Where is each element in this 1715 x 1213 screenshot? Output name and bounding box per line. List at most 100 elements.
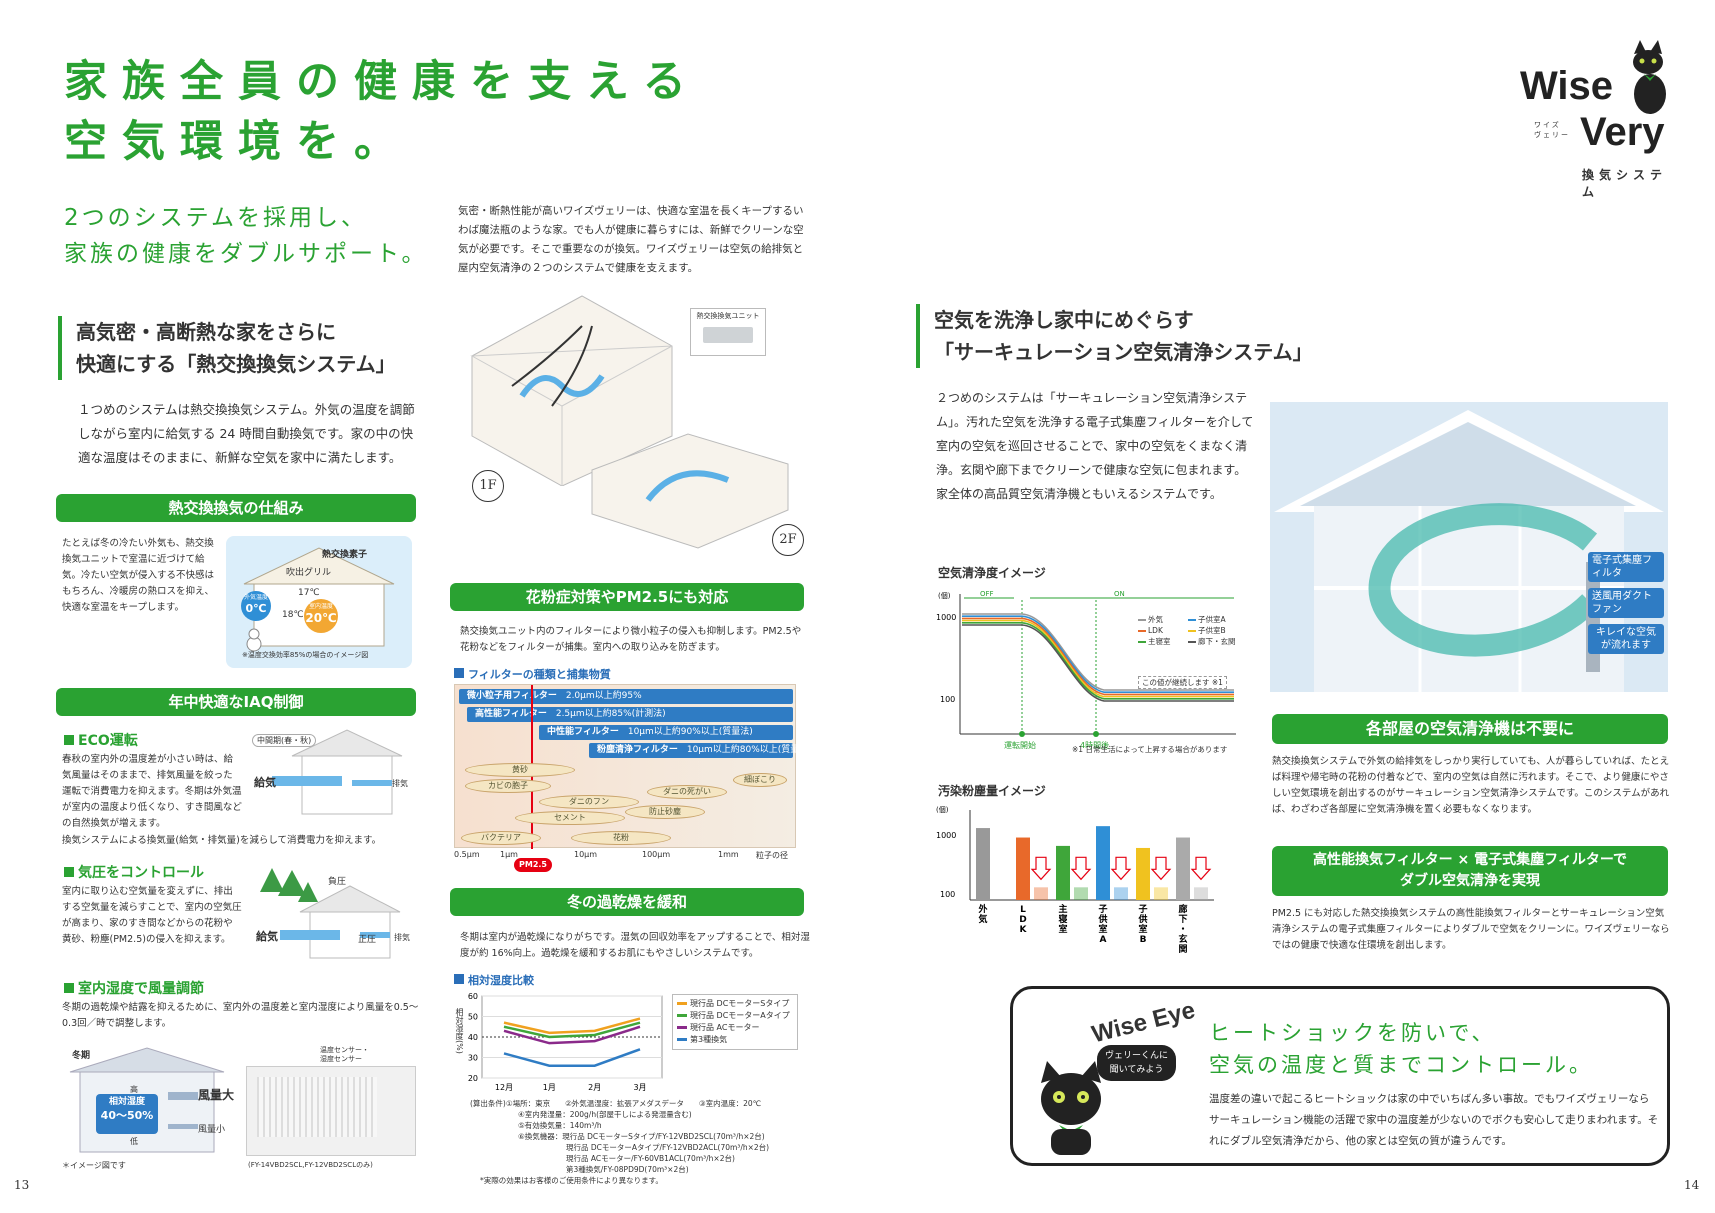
efficiency-note: ※温度交換効率85%の場合のイメージ図 [242,651,369,659]
legend-grid: 外気 子供室A LDK 子供室B 主寝室 廊下・玄関 [1138,614,1238,647]
x-tick-label: 気 [978,913,987,925]
x-tick-label: 供 [1137,913,1147,925]
sensor-label: 温度センサー・ 湿度センサー [320,1046,369,1063]
pollen-text: 熱交換気ユニット内のフィルターにより微小粒子の侵入も抑制します。PM2.5や花粉… [460,626,802,653]
grill-label: 吹出グリル [286,568,332,578]
x-tick-label: 寝 [1058,913,1067,925]
size-axis: 0.5μm 1μm 10μm 100μm 1mm 粒子の径 [454,850,788,860]
legend-swatch [1138,619,1146,621]
bar-after [1074,887,1088,900]
exhaust-label: 排気 [394,933,410,942]
temp-17: 17℃ [298,588,320,598]
particle-dust: 細ぼこり [733,773,787,787]
legend-item: 現行品 DCモーターAタイプ [677,1010,793,1022]
logo-caption: 換気システム [1582,168,1668,199]
particle-sand: 防止砂塵 [625,805,705,819]
start-label: 運転開始 [1004,740,1036,750]
x-tick-label: 12月 [495,1083,513,1092]
series-line [962,615,1234,693]
legend-item: 外気 [1138,614,1188,625]
y-tick-label: 1000 [936,613,956,622]
legend-item: 第3種換気 [677,1034,793,1046]
legend-item: 主寝室 [1138,636,1188,647]
wind-small: 風量小 [198,1125,226,1135]
legend-swatch [1188,619,1196,621]
section-bar-dryness: 冬の過乾燥を緩和 [450,888,804,916]
logo-very: Very [1580,110,1665,154]
bar-before [1056,845,1070,900]
x-tick-label: 3月 [633,1083,646,1092]
winter-diagram: 冬期 高 相対湿度 40〜50% 低 [62,1044,242,1156]
down-arrow-icon [1110,856,1132,881]
dry-text: 冬期は室内が過乾燥になりがちです。湿気の回収効率をアップすることで、相対湿度が約… [460,932,810,959]
supply-label: 給気 [254,776,276,789]
clean-note1: この値が継続します ※1 [1138,676,1227,689]
bullet-icon [64,983,74,993]
wise-eye-badge-sub: ヴェリーくんに 聞いてみよう [1097,1045,1177,1081]
h4-label: 4時間後 [1080,740,1109,750]
exhaust-label: 排気 [392,779,408,788]
humidity-text: 冬期の過乾燥や結露を抑えるために、室内外の温度差と室内湿度により風量を0.5〜0… [62,1002,419,1029]
legend-swatch [1188,630,1196,632]
y-tick-label: 40 [468,1033,478,1042]
rh-box: 相対湿度 40〜50% [100,1097,154,1122]
logo-wise: Wise [1520,64,1614,108]
x-tick-label: 室 [1138,923,1147,935]
particle-mold: カビの胞子 [465,779,551,793]
on-label: ON [1114,590,1125,598]
high-label: 高 [130,1085,138,1094]
clean-foot: ※1 日常生活によって上昇する場合があります [1072,745,1228,754]
floor-1f-badge: 1F [472,470,504,502]
x-tick-label: 子 [1138,904,1147,915]
down-arrow-icon [1030,856,1052,881]
filter-bar-2: 高性能フィルター 2.5μm以上約85%(計測法) [467,707,793,722]
particle-mite-feces: ダニのフン [539,795,639,809]
legend-swatch [677,1038,687,1041]
bullet-icon [454,668,464,678]
no-purifier-text: 熱交換換気システムで外気の給排気をしっかり実行していても、人が暮らしていれば、た… [1272,756,1670,815]
section-bar-double-clean: 高性能換気フィルター × 電子式集塵フィルターで ダブル空気清浄を実現 [1272,846,1668,896]
legend-swatch [1138,630,1146,632]
legend-item: 廊下・玄関 [1188,636,1238,647]
section-bar-heat-exchange: 熱交換換気の仕組み [56,494,416,522]
house-label-clean-air: キレイな空気が流れます [1588,624,1664,654]
x-tick-label: ・ [1178,925,1187,935]
y-tick-label: 20 [468,1074,478,1083]
start-dot [1019,731,1025,737]
legend-item: 子供室B [1188,625,1238,636]
down-arrow-icon [1190,856,1212,881]
headline: 家族全員の健康を支える 空気環境を。 [64,57,701,167]
section-bar-iaq: 年中快適なIAQ制御 [56,688,416,716]
floor-2f-badge: 2F [772,524,804,556]
sensor-grid [257,1077,377,1137]
particle-pollen: 花粉 [571,831,671,845]
clean-chart-title: 空気清浄度イメージ [938,566,1046,580]
particle-cement: セメント [515,811,625,825]
humidity-ylabel: 相対湿度(%) [455,1008,464,1054]
bar-before [1136,847,1150,900]
legend-swatch [677,1002,687,1005]
legend-swatch [1188,641,1196,643]
bar-before [1016,837,1030,900]
series-line [962,617,1234,696]
house-label-fan: 送風用ダクトファン [1588,588,1664,618]
wise-eye-title: ヒートショックを防いで、 空気の温度と質までコントロール。 [1209,1021,1593,1077]
filter-bar-4: 粉塵清浄フィルター 10μm以上約80%以上(質量法) [589,743,812,758]
y-unit: (個) [936,805,949,814]
legend-swatch [1138,641,1146,643]
winter-label: 冬期 [72,1051,91,1061]
cat-mascot-icon [1041,1061,1101,1155]
x-tick-label: 外 [977,903,987,915]
off-label: OFF [980,590,994,598]
pressure-title: 気圧をコントロール [64,862,204,882]
series-line [503,1017,641,1035]
bullet-icon [64,867,74,877]
sensor-model: (FY-14VBD2SCL,FY-12VBD2SCLのみ) [248,1161,373,1169]
right-section-title: 空気を洗浄し家中にめぐらす 「サーキュレーション空気清浄システム」 [916,304,1313,368]
bar-after [1034,887,1048,900]
left-section-title: 高気密・高断熱な家をさらに 快適にする「熱交換換気システム」 [58,316,396,380]
house-2f-illustration [591,433,789,549]
house-illustration [241,547,395,652]
legend-item: 現行品 ACモーター [677,1022,793,1034]
